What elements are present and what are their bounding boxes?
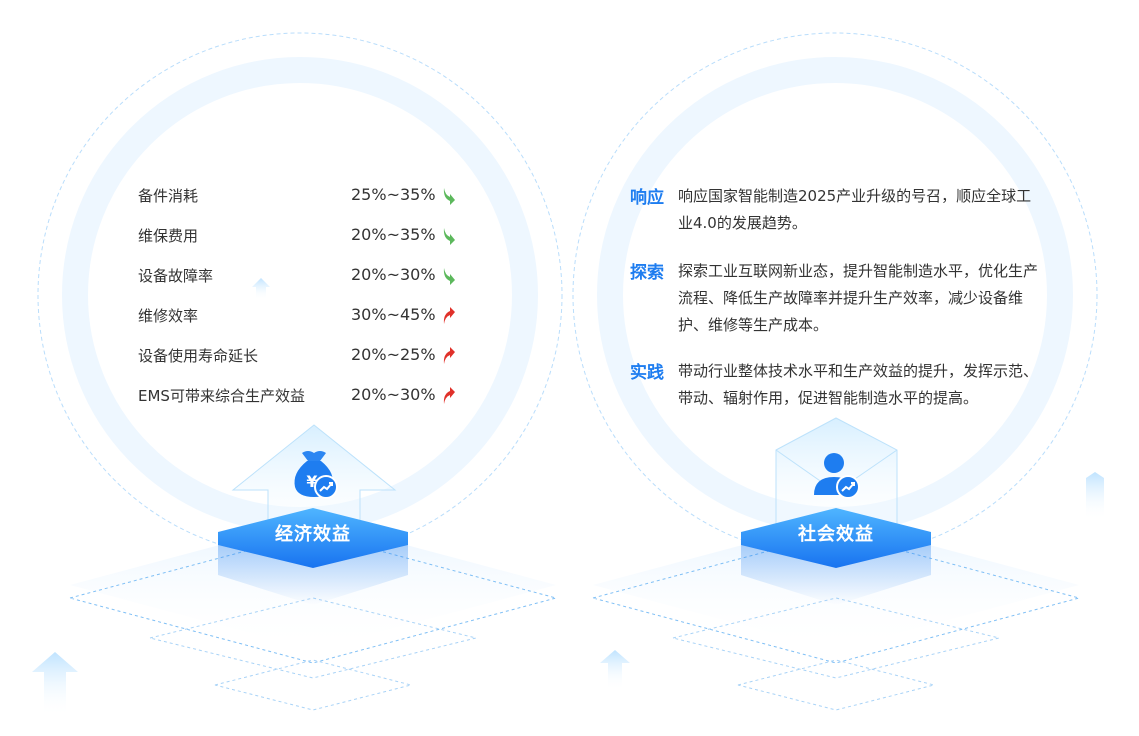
item-name: 维保费用: [138, 227, 199, 245]
item-value: 30%~45%: [351, 305, 436, 324]
user-growth-icon: [814, 453, 860, 499]
decor-arrow-left-small: [252, 278, 270, 300]
arrow-down-icon: [443, 188, 455, 205]
money-bag-icon: ¥: [294, 451, 338, 499]
social-badge-shape: [741, 508, 931, 605]
economic-benefit-title: 经济效益: [275, 524, 351, 545]
item-value: 20%~35%: [351, 225, 436, 244]
item-value: 20%~30%: [351, 385, 436, 404]
item-value: 25%~35%: [351, 185, 436, 204]
svg-text:¥: ¥: [306, 472, 317, 491]
arrow-up-icon: [443, 307, 455, 324]
list-item: 维修效率 30%~45%: [138, 300, 468, 330]
point-text: 带动行业整体技术水平和生产效益的提升，发挥示范、带动、辐射作用，促进智能制造水平…: [678, 362, 1039, 407]
list-item: 设备故障率 20%~30%: [138, 260, 468, 290]
item-name: 设备使用寿命延长: [138, 347, 259, 365]
social-benefit-title: 社会效益: [798, 524, 874, 545]
point-key: 实践: [630, 363, 664, 383]
economic-badge-shape: [218, 508, 408, 605]
item-name: EMS可带来综合生产效益: [138, 387, 305, 405]
item-name: 备件消耗: [138, 187, 199, 205]
decor-bar-right: [1086, 472, 1104, 520]
decor-arrow-left-large: [32, 652, 78, 716]
arrow-up-icon: [443, 347, 455, 364]
list-item: 备件消耗 25%~35%: [138, 180, 468, 210]
list-item: EMS可带来综合生产效益 20%~30%: [138, 380, 468, 410]
item-name: 维修效率: [138, 307, 199, 325]
item-value: 20%~25%: [351, 345, 436, 364]
point-text: 探索工业互联网新业态，提升智能制造水平，优化生产流程、降低生产故障率并提升生产效…: [678, 262, 1039, 334]
list-item: 设备使用寿命延长 20%~25%: [138, 340, 468, 370]
social-benefit-badge: 社会效益: [741, 510, 931, 554]
economic-benefit-badge: 经济效益: [218, 510, 408, 554]
item-value: 20%~30%: [351, 265, 436, 284]
point-text: 响应国家智能制造2025产业升级的号召，顺应全球工业4.0的发展趋势。: [678, 187, 1032, 232]
decor-arrow-right-small: [600, 650, 630, 690]
arrow-down-icon: [443, 228, 455, 245]
point-key: 探索: [630, 263, 664, 283]
arrow-down-icon: [443, 268, 455, 285]
item-name: 设备故障率: [138, 267, 214, 285]
point-key: 响应: [630, 188, 664, 208]
list-item: 维保费用 20%~35%: [138, 220, 468, 250]
arrow-up-icon: [443, 387, 455, 404]
